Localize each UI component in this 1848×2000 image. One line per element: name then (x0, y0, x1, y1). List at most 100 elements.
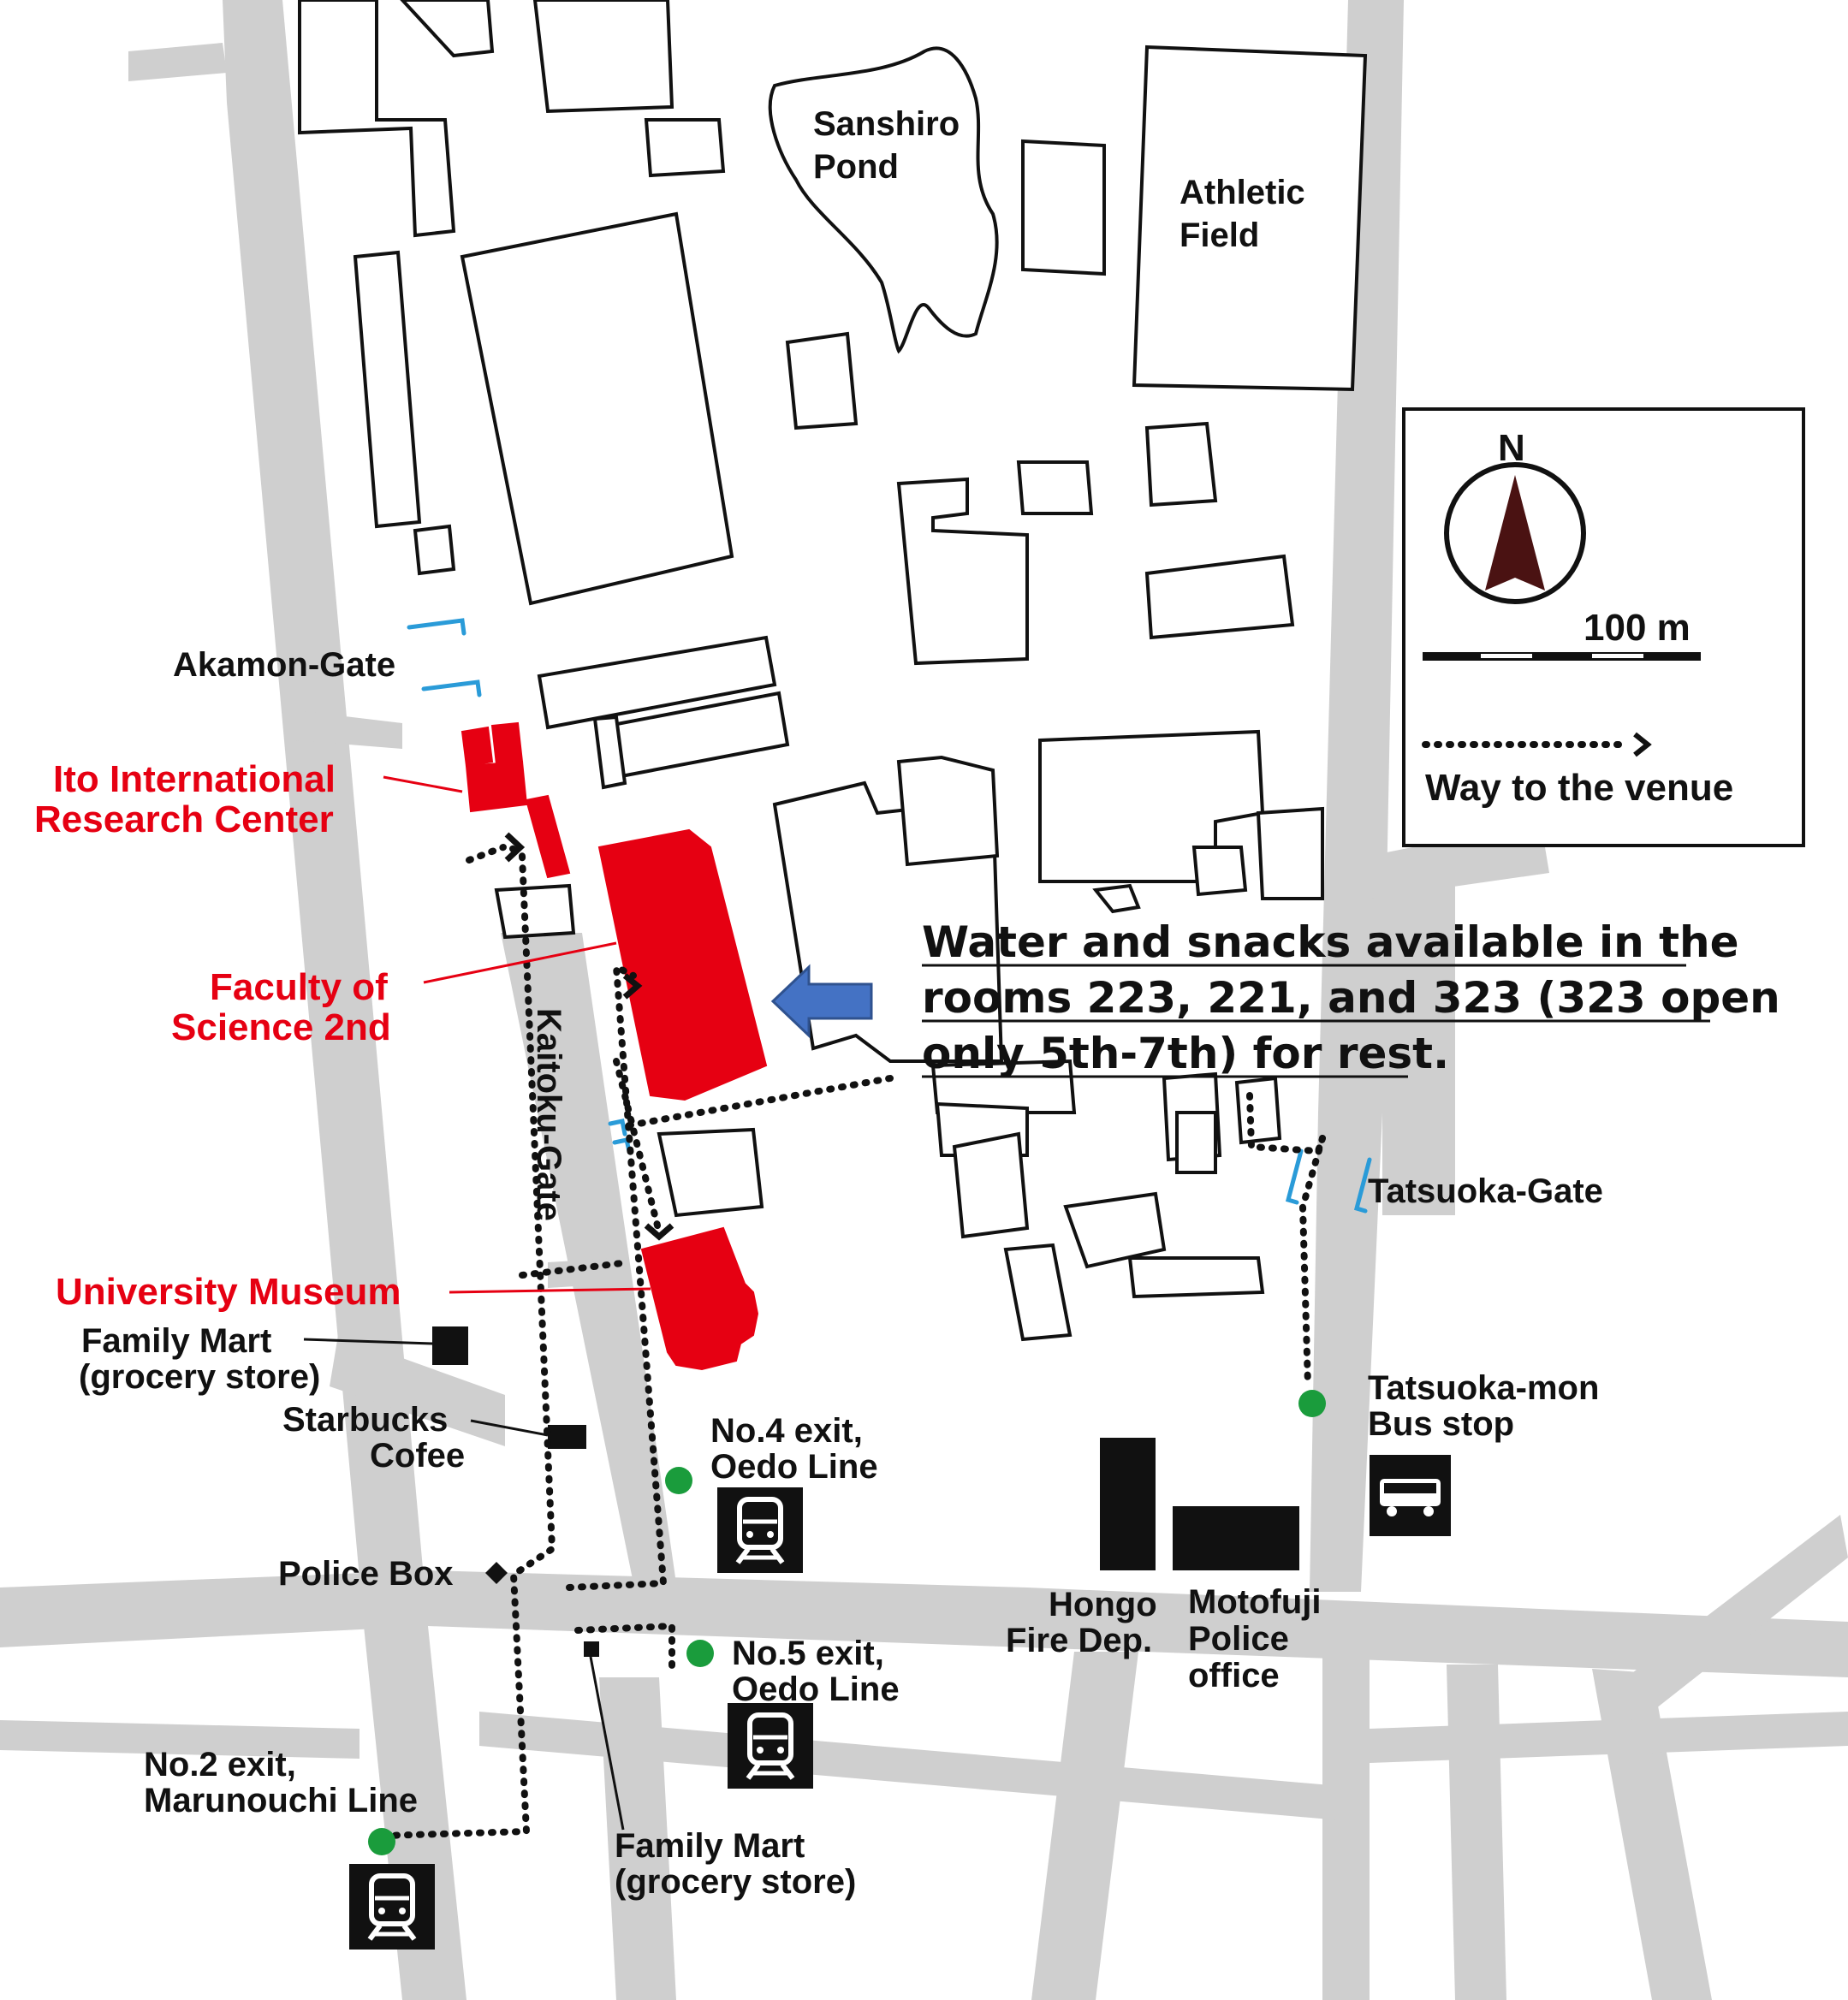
building (1127, 1256, 1265, 1299)
route-chevron-icon (622, 973, 643, 1000)
museum-leader (449, 1287, 651, 1294)
fm-branch (330, 1335, 505, 1446)
south-cross-1 (479, 1712, 1370, 1823)
tatsuoka-spur (1382, 864, 1455, 1215)
scale-bar-tick (1481, 654, 1532, 658)
no5-exit-marker (686, 1640, 714, 1667)
building (1175, 1111, 1217, 1174)
building (298, 0, 456, 238)
bus-stop-label-2: Bus stop (1368, 1405, 1514, 1443)
building (413, 524, 456, 576)
building (1063, 1191, 1167, 1269)
science-label-1: Faculty of (210, 966, 388, 1008)
fm2-leader (589, 1656, 625, 1831)
building (785, 331, 859, 430)
venues (461, 721, 768, 1371)
building (644, 118, 726, 178)
building (1144, 554, 1295, 640)
route-dotted (574, 1622, 675, 1672)
building (494, 883, 576, 940)
subway-icon (717, 1487, 803, 1573)
building (1038, 729, 1265, 883)
tatsuoka-gate-west (1285, 1148, 1304, 1205)
starbucks-label-1: Starbucks (282, 1401, 448, 1439)
ito-research-center (490, 721, 524, 766)
legend-route-label: Way to the venue (1425, 767, 1733, 809)
route-chevron-icon (1633, 732, 1652, 757)
building (952, 1131, 1030, 1239)
kaitoku-gate-label: Kaitoku-Gate (530, 1008, 567, 1221)
route-chevron-icon (504, 832, 526, 863)
no2-exit-label-2: Marunouchi Line (144, 1782, 418, 1819)
subway-icon (349, 1864, 435, 1950)
building (1092, 883, 1141, 914)
family-mart-1-label-1: Family Mart (81, 1322, 271, 1360)
building (400, 0, 495, 58)
akamon-gate-label: Akamon-Gate (173, 646, 395, 684)
ito-research-center-annex (525, 794, 571, 879)
fire-dep-label-1: Hongo (1049, 1586, 1157, 1623)
university-museum (640, 1226, 759, 1371)
se-curve (1626, 1515, 1848, 1712)
kaitoku-side (548, 1258, 616, 1288)
hongo-fire-dep-marker (1100, 1438, 1156, 1570)
starbucks-label-2: Cofee (370, 1437, 465, 1475)
akamon-gate-south (421, 680, 482, 697)
building (592, 715, 627, 790)
athletic-field-label-1: Athletic (1180, 174, 1305, 211)
route-dotted (566, 961, 668, 1591)
police-office-label-1: Motofuji (1188, 1583, 1322, 1621)
athletic-field-label-2: Field (1180, 217, 1259, 254)
police-box-label: Police Box (278, 1555, 454, 1593)
no4-exit-marker (665, 1467, 692, 1494)
faculty-of-science-2nd (597, 828, 768, 1101)
route-dotted (626, 1075, 894, 1129)
labels: Sanshiro Pond Athletic Field Akamon-Gate… (34, 105, 1780, 1901)
note-line-3: only 5th-7th) for rest. (922, 1029, 1449, 1078)
kaitoku-lane (501, 933, 676, 1583)
route-chevron-icon (644, 1223, 674, 1241)
building (537, 635, 777, 730)
south-cross-2 (1370, 1712, 1848, 1763)
south-street-3 (1322, 1652, 1370, 2000)
east-road (1310, 0, 1404, 1592)
building (1256, 806, 1324, 900)
building (1234, 1076, 1282, 1145)
museum-label: University Museum (56, 1271, 401, 1313)
athletic-field (1132, 45, 1368, 392)
tatsuoka-gate-east (1353, 1157, 1372, 1214)
note-line-1: Water and snacks available in the (922, 917, 1739, 967)
science-leader (423, 941, 617, 984)
south-street-2 (1031, 1652, 1138, 2000)
ito-leader (383, 775, 463, 793)
no4-exit-label-1: No.4 exit, (710, 1412, 863, 1450)
fm1-leader (303, 1338, 433, 1345)
tatsuoka-bus-stop-marker (1298, 1390, 1326, 1417)
science-label-2: Science 2nd (171, 1006, 391, 1048)
family-mart-2-label-1: Family Mart (615, 1827, 805, 1865)
sanshiro-pond-label-1: Sanshiro (813, 105, 960, 143)
callout-arrow-icon (770, 964, 873, 1039)
building (460, 211, 734, 606)
building (1191, 846, 1248, 897)
tatsuoka-gate-label: Tatsuoka-Gate (1368, 1172, 1603, 1210)
scale-bar-tick (1592, 654, 1643, 658)
police-office-label-2: Police (1188, 1620, 1289, 1658)
route-dotted (613, 1058, 663, 1236)
kaitoku-gate-marker (608, 1119, 627, 1136)
route-dotted (1298, 1135, 1326, 1390)
no5-exit-label-1: No.5 exit, (732, 1635, 884, 1672)
starbucks-marker (548, 1425, 586, 1449)
south-street-4 (1447, 1665, 1506, 2000)
family-mart-1-label-2: (grocery store) (79, 1358, 320, 1396)
building (657, 1127, 764, 1218)
police-box-marker (485, 1562, 508, 1584)
bus-icon (1370, 1455, 1451, 1536)
nw-street (128, 43, 227, 81)
building (896, 755, 1000, 867)
ito-label-1: Ito International (53, 758, 336, 800)
shops (432, 1326, 1299, 1657)
building (896, 477, 1029, 666)
sanshiro-pond-label-2: Pond (813, 148, 899, 186)
